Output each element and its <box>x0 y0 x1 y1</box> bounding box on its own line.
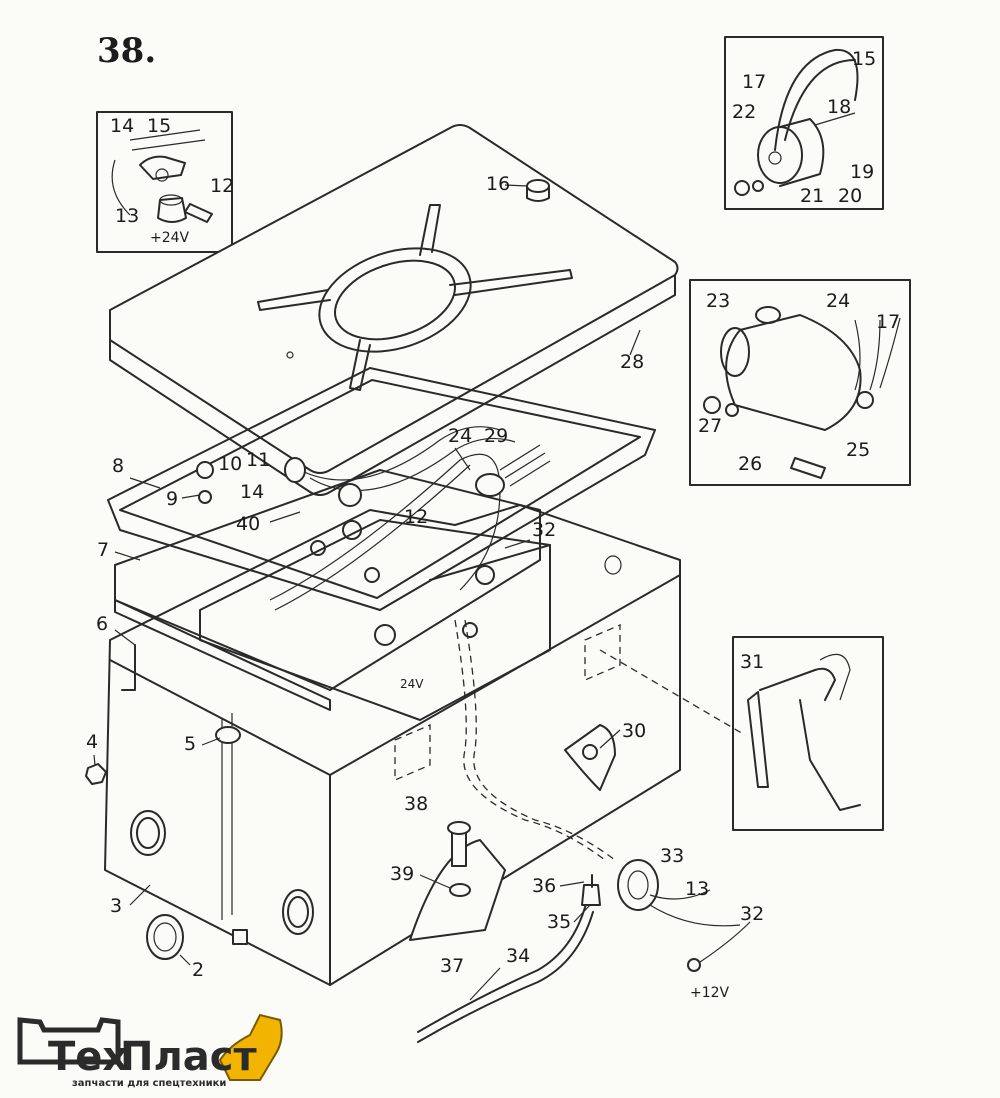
bucket-icon <box>218 1013 283 1081</box>
inset3-label-25: 25 <box>846 439 870 461</box>
figure-number: 38. <box>97 31 156 71</box>
leader-line <box>629 329 641 356</box>
part-label-28: 28 <box>620 351 644 373</box>
leader-line <box>559 881 585 887</box>
part-label-40: 40 <box>236 513 260 535</box>
inset1-voltage: +24V <box>150 230 190 246</box>
part-label-32: 32 <box>740 903 764 925</box>
logo-brand-right: Пласт <box>120 1034 257 1080</box>
part-label-9: 9 <box>166 488 178 510</box>
part-label-33: 33 <box>660 845 684 867</box>
leader-line <box>573 904 591 923</box>
leader-line <box>504 539 531 549</box>
part-label-8: 8 <box>112 455 124 477</box>
battery-box <box>104 504 681 986</box>
part-label-30: 30 <box>622 720 646 742</box>
inset2-label-18: 18 <box>827 96 851 118</box>
loose-parts <box>85 763 248 960</box>
excavator-outline-icon <box>17 1017 121 1065</box>
inset-relay: 17 15 22 18 19 20 21 <box>724 36 884 210</box>
leader-line <box>114 551 141 561</box>
logo-tagline: запчасти для спецтехники <box>72 1078 226 1089</box>
part-label-3: 3 <box>110 895 122 917</box>
part-label-13: 13 <box>685 878 709 900</box>
inset1-label-13: 13 <box>115 205 139 227</box>
part-label-37: 37 <box>440 955 464 977</box>
leader-line <box>179 954 191 966</box>
inset-terminal-24v: 14 15 13 12 +24V <box>96 111 234 253</box>
inset3-label-23: 23 <box>706 290 730 312</box>
inset2-label-22: 22 <box>732 101 756 123</box>
inset4-label-31: 31 <box>740 651 764 673</box>
inset3-label-24: 24 <box>826 290 850 312</box>
part-label-11: 11 <box>246 449 270 471</box>
leader-line <box>129 477 161 489</box>
inset3-label-26: 26 <box>738 453 762 475</box>
cables: +12V <box>417 859 751 1043</box>
battery-lid <box>109 124 679 496</box>
part-label-5: 5 <box>184 733 196 755</box>
part-label-35: 35 <box>547 911 571 933</box>
part-label-10: 10 <box>218 453 242 475</box>
inset-bracket: 31 <box>732 636 884 831</box>
leader-line <box>114 629 136 646</box>
part-label-12: 12 <box>404 506 428 528</box>
part-label-38: 38 <box>404 793 428 815</box>
leader-line <box>93 754 96 766</box>
part-label-39: 39 <box>390 863 414 885</box>
leader-line <box>599 729 621 749</box>
inset1-label-15: 15 <box>147 115 171 137</box>
inset2-label-21: 21 <box>800 185 824 207</box>
part-label-7: 7 <box>97 539 109 561</box>
leader-line <box>269 511 301 523</box>
techplast-logo: Тех Пласт запчасти для спецтехники <box>17 1013 283 1089</box>
leader-line <box>504 184 528 187</box>
leader-line <box>454 447 471 471</box>
inset3-label-17: 17 <box>876 311 900 333</box>
inset2-label-20: 20 <box>838 185 862 207</box>
leader-line <box>181 494 201 499</box>
part-label-32: 32 <box>532 519 556 541</box>
inset-solenoid: 23 24 17 27 26 25 <box>689 279 911 486</box>
part-label-6: 6 <box>96 613 108 635</box>
cable-voltage: +12V <box>690 985 730 1001</box>
part-label-4: 4 <box>86 731 98 753</box>
part-label-36: 36 <box>532 875 556 897</box>
leader-line <box>129 884 151 906</box>
part-label-16: 16 <box>486 173 510 195</box>
leader-line <box>469 967 501 1001</box>
leader-line <box>419 874 451 889</box>
logo-brand-left: Тех <box>48 1034 128 1080</box>
inset2-label-19: 19 <box>850 161 874 183</box>
batteries: 24V <box>114 469 551 721</box>
inset1-label-14: 14 <box>110 115 134 137</box>
leader-line <box>201 737 221 746</box>
inset2-label-17: 17 <box>742 71 766 93</box>
part-label-29: 29 <box>484 425 508 447</box>
part-label-2: 2 <box>192 959 204 981</box>
leader-dashed <box>599 649 746 736</box>
inset1-label-12: 12 <box>210 175 234 197</box>
inset3-label-27: 27 <box>698 415 722 437</box>
part-label-14: 14 <box>240 481 264 503</box>
part-label-24: 24 <box>448 425 472 447</box>
part-label-34: 34 <box>506 945 530 967</box>
clamp-frame <box>107 367 656 611</box>
terminals-and-cables <box>196 426 551 646</box>
battery-voltage: 24V <box>400 677 424 691</box>
inset2-label-15: 15 <box>852 48 876 70</box>
